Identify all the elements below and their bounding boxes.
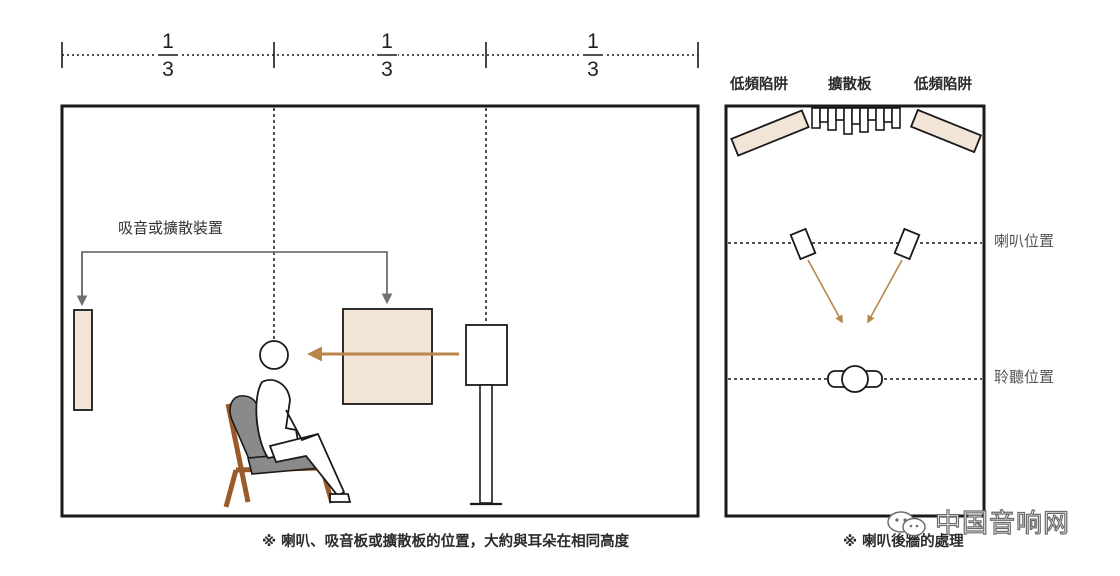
fraction-numerator: 1 [381,30,393,53]
speaker-right-top [893,227,921,261]
note-rear-wall: ※ 喇叭後牆的處理 [843,534,964,550]
fraction-numerator: 1 [162,30,174,53]
fraction-numerator: 1 [587,30,599,53]
watermark-text: 中国音响网 [934,509,1071,539]
speaker-on-stand [465,324,508,506]
top-view [724,104,986,518]
diffuser-panel [811,107,901,135]
wechat-icon [887,511,926,537]
listener-head [259,340,289,370]
bracket-arrow-right [81,251,393,305]
bass-trap-left [730,109,810,157]
watermark: 中国音响网 [885,508,1090,540]
speaker-left-top [789,227,817,261]
bass-trap-right [909,108,983,154]
dimension-line [61,42,699,68]
listener-top-head [841,365,869,393]
label-bass-trap-left: 低頻陷阱 [730,77,788,93]
room-top-outline [724,104,986,518]
label-speaker-position: 喇叭位置 [994,232,1055,250]
side-view [60,104,700,518]
fraction-denominator: 3 [381,58,393,81]
room-side-outline [60,104,700,518]
label-diffuser-panel: 擴散板 [828,77,872,93]
listener-figure [255,340,352,503]
listener-feet [329,493,352,503]
speaker-stand-pole [479,384,493,504]
sound-arrow-left [807,259,843,324]
label-listening-position: 聆聽位置 [994,368,1055,386]
front-absorber-panel [342,308,433,405]
listener-arm [285,409,319,442]
fraction-denominator: 3 [587,58,599,81]
listener-top [827,365,883,393]
note-height: ※ 喇叭、吸音板或擴散板的位置，大約與耳朵在相同高度 [262,534,630,550]
label-absorber-diffuser: 吸音或擴散裝置 [118,219,224,237]
chair-front-leg [223,469,239,508]
speaker-box [465,324,508,386]
label-bass-trap-right: 低頻陷阱 [914,77,972,93]
sound-arrow-right [867,259,903,324]
wall-absorber-panel [73,309,93,411]
fraction-denominator: 3 [162,58,174,81]
